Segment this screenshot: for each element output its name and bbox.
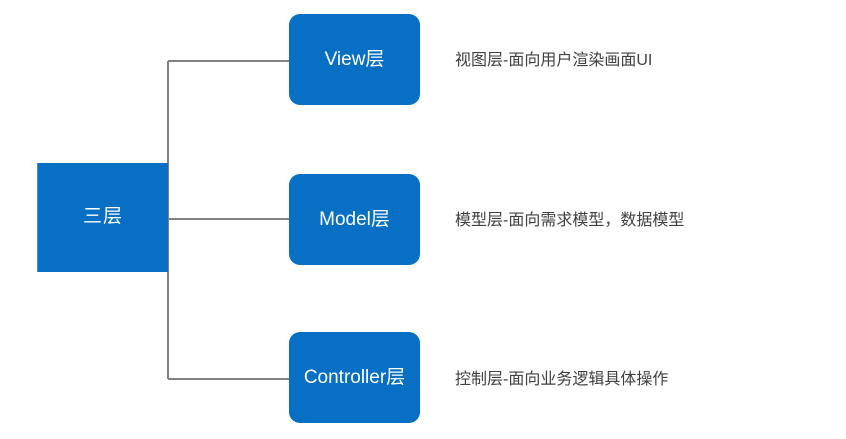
description-view: 视图层-面向用户渲染画面UI: [455, 52, 653, 69]
node-controller[interactable]: Controller层: [289, 332, 420, 423]
node-model[interactable]: Model层: [289, 174, 420, 265]
root-node[interactable]: 三层: [37, 163, 168, 272]
node-controller-label: Controller层: [303, 366, 406, 388]
node-model-label: Model层: [319, 208, 390, 230]
root-node-label: 三层: [82, 206, 123, 228]
node-view[interactable]: View层: [289, 14, 420, 105]
node-view-label: View层: [324, 48, 385, 70]
description-controller: 控制层-面向业务逻辑具体操作: [455, 371, 669, 388]
description-model: 模型层-面向需求模型，数据模型: [455, 212, 685, 229]
